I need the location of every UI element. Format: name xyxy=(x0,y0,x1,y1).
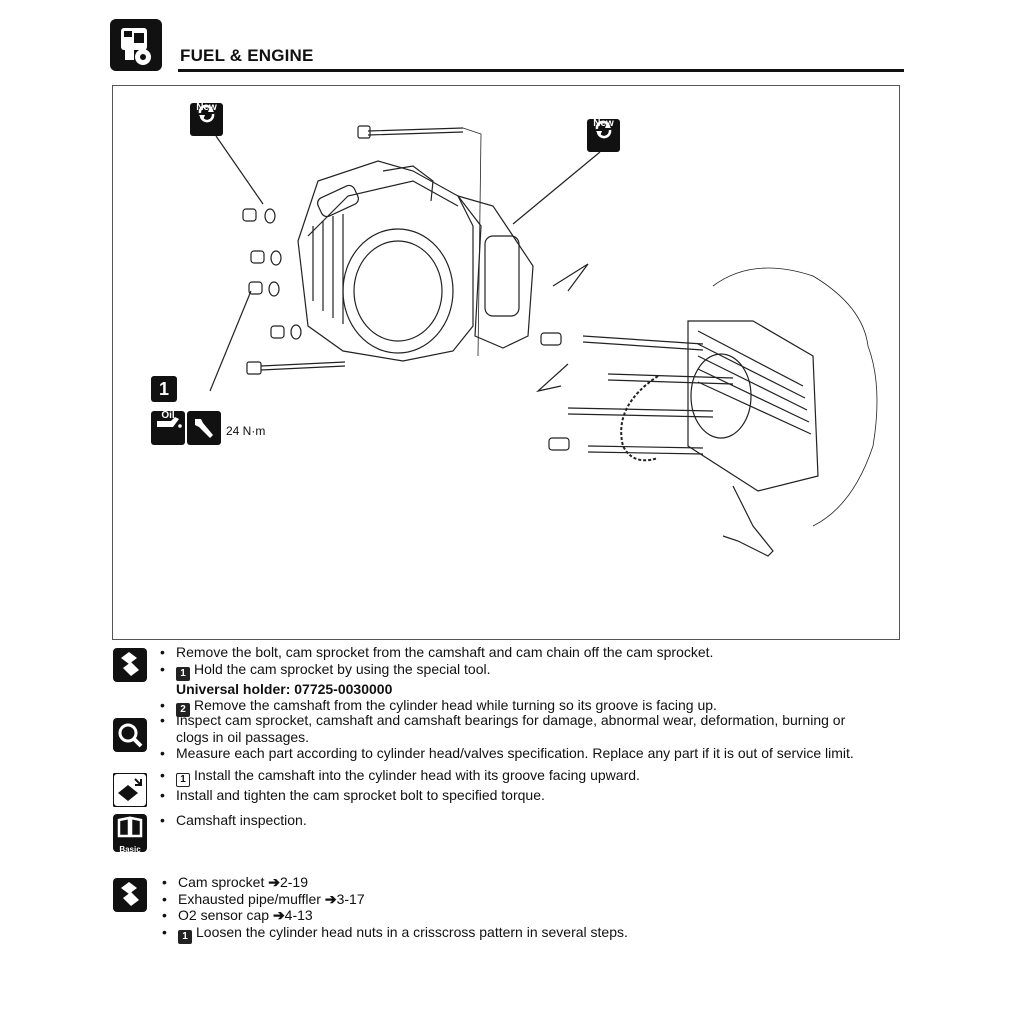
wrench-icon xyxy=(187,411,221,445)
step-number: 2 xyxy=(176,703,190,718)
step-number: 1 xyxy=(176,666,190,681)
torque-value: 24 N·m xyxy=(226,424,266,438)
list-item: •Measure each part according to cylinder… xyxy=(160,745,854,762)
list-item: •Exhausted pipe/muffler ➔3-17 xyxy=(162,890,365,907)
basic-manual-icon: Basic xyxy=(113,814,147,854)
head-gasket xyxy=(456,194,534,349)
replace-icon xyxy=(198,104,215,123)
removal-icon xyxy=(113,648,147,682)
inspection-icon xyxy=(113,718,147,752)
step-number: 1 xyxy=(178,929,192,944)
tool-name: Universal holder: 07725-0030000 xyxy=(176,680,393,697)
installation-icon xyxy=(112,772,148,808)
nuts-washers xyxy=(242,208,302,340)
new-label: New xyxy=(196,102,217,113)
page-ref[interactable]: 4-13 xyxy=(284,907,313,924)
basic-label: Basic xyxy=(119,845,141,854)
step-number: 1 xyxy=(176,773,190,787)
long-bolt-top xyxy=(367,127,464,136)
page-ref[interactable]: 2-19 xyxy=(279,874,309,890)
new-part-badge-2: New xyxy=(587,119,620,152)
list-item: •Remove the bolt, cam sprocket from the … xyxy=(160,644,714,660)
list-item: •O2 sensor cap ➔4-13 xyxy=(162,907,313,924)
title-rule xyxy=(178,69,904,72)
list-item: •Cam sprocket ➔2-19 xyxy=(162,874,309,890)
engine-drawing xyxy=(209,125,878,557)
oil-icon: Oil xyxy=(151,411,185,445)
list-item-cont: clogs in oil passages. xyxy=(176,728,310,745)
new-part-badge: New xyxy=(190,103,223,136)
engine-section-icon xyxy=(110,19,162,71)
exploded-diagram: New New 1 Oil 24 N·m xyxy=(112,85,900,640)
cam-chain xyxy=(620,375,659,462)
oil-label: Oil xyxy=(161,410,175,421)
list-item: •Inspect cam sprocket, camshaft and cams… xyxy=(160,712,846,728)
long-bolt-bottom xyxy=(260,361,346,371)
list-item: •Install and tighten the cam sprocket bo… xyxy=(160,787,545,803)
page-title: FUEL & ENGINE xyxy=(180,46,314,65)
new-label: New xyxy=(593,118,614,129)
cylinder-head xyxy=(297,160,474,362)
ref-arrow-icon: ➔ xyxy=(272,907,285,924)
ref-arrow-icon: ➔ xyxy=(324,890,337,907)
page-ref[interactable]: 3-17 xyxy=(336,890,365,907)
list-item: •Camshaft inspection. xyxy=(160,812,307,828)
cylinder-block xyxy=(540,320,819,557)
replace-icon xyxy=(595,120,612,139)
ref-arrow-icon: ➔ xyxy=(268,874,280,890)
removal-icon-2 xyxy=(113,878,147,912)
callout-number-1: 1 xyxy=(151,376,177,402)
